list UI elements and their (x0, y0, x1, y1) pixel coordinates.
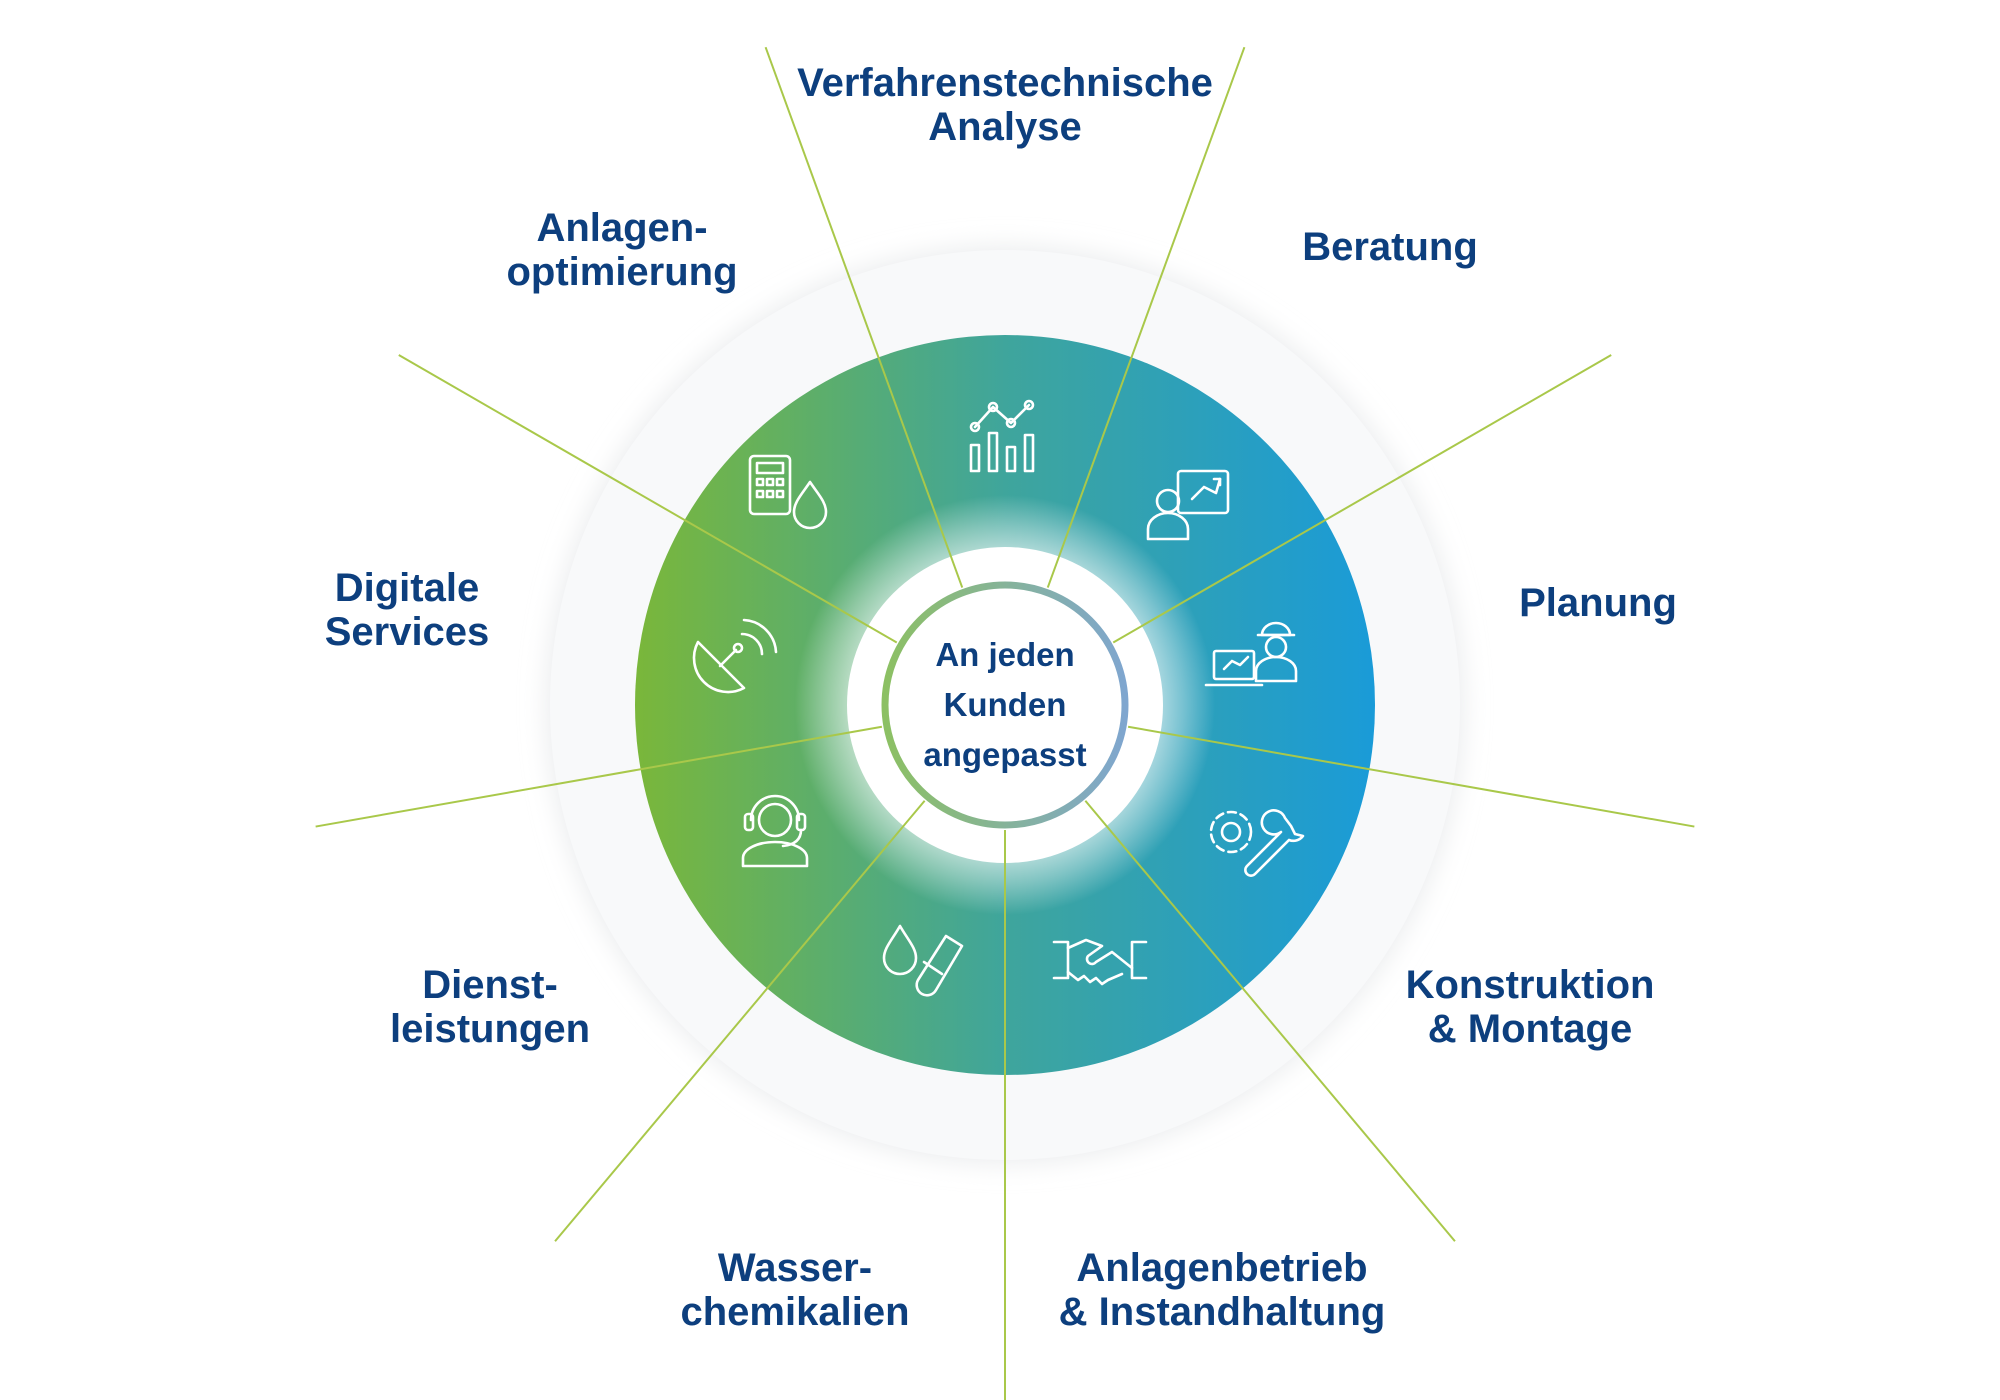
handshake-icon (1052, 938, 1148, 986)
divider-line (1112, 354, 1612, 644)
line-bar-chart-icon (969, 399, 1035, 473)
segment-label-wasserchemikalien: Wasser- chemikalien (680, 1246, 909, 1334)
label-line: Konstruktion (1405, 963, 1655, 1007)
label-line: Beratung (1302, 225, 1478, 269)
segment-label-planung: Planung (1519, 581, 1677, 625)
drop-test-tube-icon (882, 924, 964, 997)
divider-line (315, 725, 883, 828)
headset-support-icon (741, 794, 809, 868)
label-line: chemikalien (680, 1290, 910, 1334)
center-line: angepasst (923, 736, 1087, 773)
label-line: Planung (1519, 581, 1677, 625)
label-line: Digitale (334, 566, 480, 610)
satellite-dish-icon (692, 618, 778, 694)
label-line: optimierung (506, 250, 738, 294)
divider-line (764, 46, 964, 588)
center-line: Kunden (943, 686, 1067, 723)
label-line: Anlagen- (536, 206, 708, 250)
label-line: Services (324, 610, 490, 654)
segment-icons (692, 399, 1305, 997)
segment-label-beratung: Beratung (1302, 225, 1478, 269)
center-label: An jeden Kunden angepasst (923, 630, 1086, 780)
segment-label-digitale-services: Digitale Services (325, 566, 490, 654)
segment-label-anlagenoptimierung: Anlagen- optimierung (506, 206, 737, 294)
label-line: & Instandhaltung (1058, 1290, 1386, 1334)
divider-line (1046, 46, 1246, 588)
label-line: & Montage (1427, 1007, 1633, 1051)
divider-line (1127, 725, 1695, 828)
segment-label-dienstleistungen: Dienst- leistungen (390, 963, 590, 1051)
center-line: An jeden (935, 636, 1075, 673)
divider-line (1084, 800, 1456, 1242)
divider-line (398, 354, 898, 644)
segment-label-anlagenbetrieb-instandhaltung: Anlagenbetrieb & Instandhaltung (1059, 1246, 1386, 1334)
label-line: Verfahrenstechnische (797, 61, 1213, 105)
segment-label-konstruktion-montage: Konstruktion & Montage (1406, 963, 1655, 1051)
divider-lines (315, 46, 1695, 1400)
segment-label-verfahrenstechnische-analyse: Verfahrenstechnische Analyse (797, 61, 1213, 149)
label-line: Dienst- (422, 963, 558, 1007)
label-line: leistungen (389, 1007, 591, 1051)
label-line: Analyse (928, 105, 1082, 149)
consultant-presentation-icon (1146, 469, 1230, 541)
divider-line (554, 800, 926, 1242)
gear-wrench-icon (1209, 809, 1305, 877)
calculator-drop-icon (748, 454, 828, 530)
engineer-laptop-icon (1204, 621, 1298, 687)
center-ring (881, 581, 1129, 829)
label-line: Wasser- (717, 1246, 873, 1290)
label-line: Anlagenbetrieb (1076, 1246, 1368, 1290)
